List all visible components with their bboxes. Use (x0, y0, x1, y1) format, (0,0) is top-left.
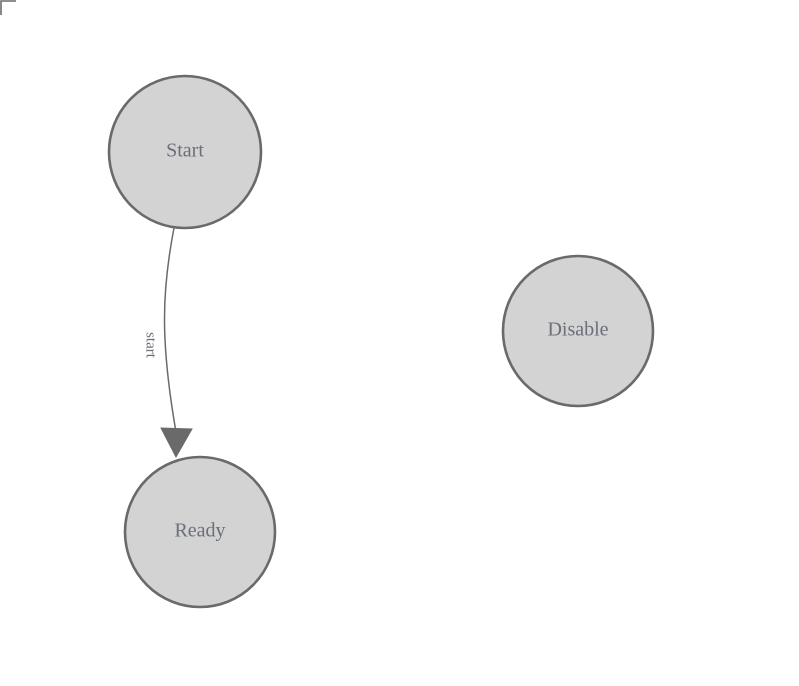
node-start[interactable]: Start (107, 74, 263, 230)
node-ready-shape (123, 455, 277, 609)
edge-path (163, 227, 177, 433)
edge-label-start: start (143, 332, 159, 359)
node-ready[interactable]: Ready (123, 455, 277, 609)
node-disable[interactable]: Disable (501, 254, 655, 408)
node-disable-label: Disable (547, 319, 608, 341)
arrowhead-icon (160, 427, 193, 459)
node-start-label: Start (166, 140, 204, 162)
edge-start-to-ready[interactable]: start (143, 227, 193, 459)
node-start-shape (107, 74, 263, 230)
node-disable-shape (501, 254, 655, 408)
top-left-corner-bracket-icon (0, 0, 16, 15)
node-ready-label: Ready (174, 520, 225, 542)
